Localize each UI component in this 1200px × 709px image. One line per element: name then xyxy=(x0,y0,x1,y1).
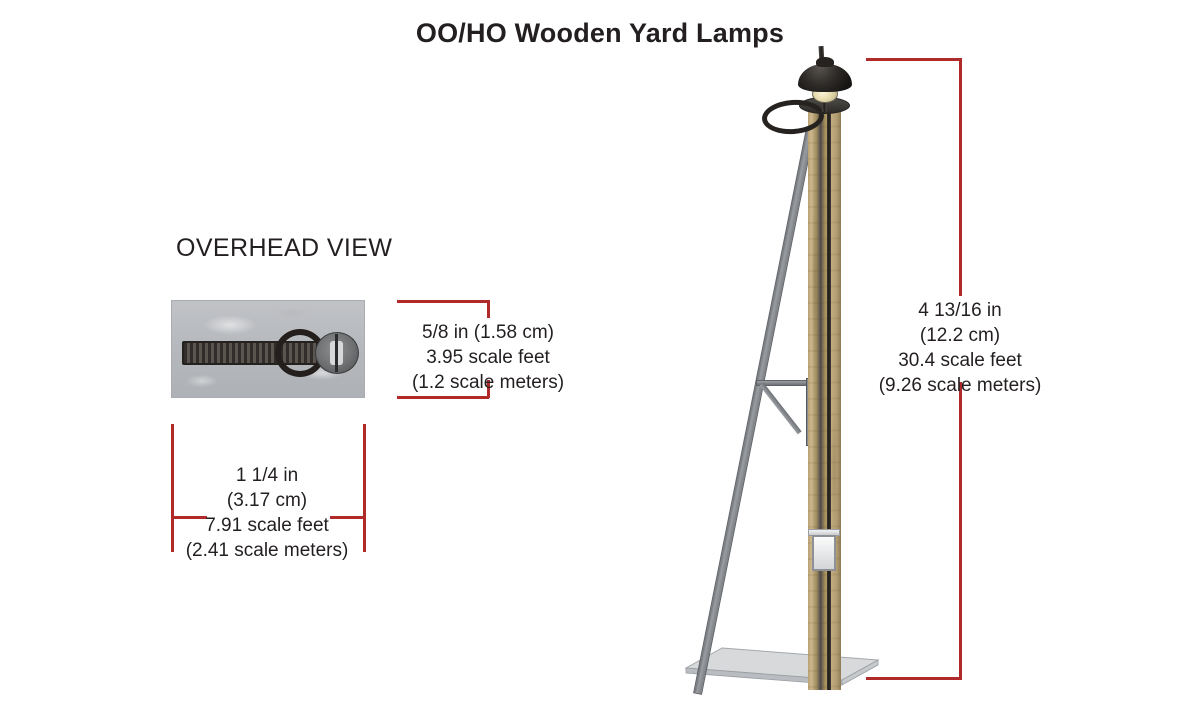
width-dimension-arrow-left xyxy=(171,516,207,519)
depth-dimension-line-1: 5/8 in (1.58 cm) xyxy=(422,322,554,343)
diagonal-ladder-rail xyxy=(693,126,816,695)
width-dimension-line-3: 7.91 scale feet xyxy=(205,515,329,536)
width-dimension-arrow-right xyxy=(330,516,366,519)
lamp-shade-cap xyxy=(816,57,834,67)
lamp-head-bar-icon xyxy=(335,334,338,372)
overhead-view-label: OVERHEAD VIEW xyxy=(176,234,393,262)
wooden-yard-lamp-render xyxy=(660,40,920,695)
electrical-box xyxy=(812,535,836,571)
height-dimension-line-upper xyxy=(959,58,962,296)
lamp-shade xyxy=(798,64,852,92)
height-dimension-text: 4 13/16 in (12.2 cm) 30.4 scale feet (9.… xyxy=(860,298,1060,398)
depth-extension-line-bottom xyxy=(397,396,489,399)
ladder-support-bracket-brace xyxy=(759,382,802,435)
height-extension-line-top xyxy=(866,58,962,61)
height-dimension-line-2: (12.2 cm) xyxy=(919,325,1001,346)
height-dimension-line-4: (9.26 scale meters) xyxy=(878,375,1042,396)
height-dimension-line-lower xyxy=(959,382,962,679)
concrete-base-slab xyxy=(684,647,880,686)
width-dimension-text: 1 1/4 in (3.17 cm) 7.91 scale feet (2.41… xyxy=(167,463,367,563)
pole-conduit xyxy=(827,106,831,690)
width-dimension-line-1: 1 1/4 in xyxy=(235,465,299,486)
height-dimension-line-1: 4 13/16 in xyxy=(918,300,1002,321)
height-dimension-line-3: 30.4 scale feet xyxy=(898,350,1022,371)
wooden-pole xyxy=(808,110,841,690)
width-extension-line-right xyxy=(363,424,366,552)
depth-dimension-line-3: (1.2 scale meters) xyxy=(411,372,565,393)
depth-dimension-text: 5/8 in (1.58 cm) 3.95 scale feet (1.2 sc… xyxy=(388,320,588,395)
depth-dimension-line-2: 3.95 scale feet xyxy=(426,347,550,368)
wood-grain-texture xyxy=(808,110,841,690)
depth-dimension-tick-top xyxy=(487,300,490,318)
depth-dimension-tick-bottom xyxy=(487,380,490,398)
width-dimension-line-4: (2.41 scale meters) xyxy=(185,540,349,561)
overhead-view-image xyxy=(171,300,365,398)
page-title: OO/HO Wooden Yard Lamps xyxy=(415,18,785,48)
width-dimension-line-2: (3.17 cm) xyxy=(226,490,308,511)
depth-extension-line-top xyxy=(397,300,489,303)
width-extension-line-left xyxy=(171,424,174,552)
height-extension-line-bottom xyxy=(866,677,962,680)
